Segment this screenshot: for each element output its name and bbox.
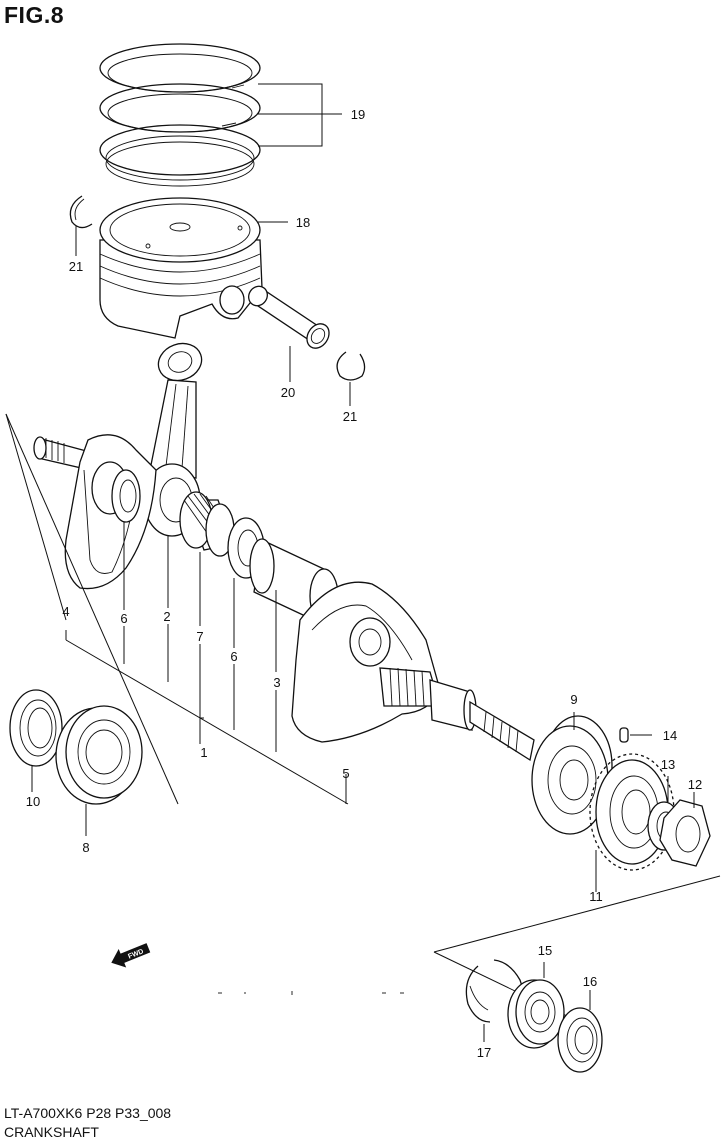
callout-leaders (123, 522, 277, 752)
figure-title: FIG.8 (4, 2, 65, 28)
callout-1: 1 (200, 745, 207, 760)
diagram-caption: CRANKSHAFT (4, 1124, 99, 1140)
fwd-arrow: FWD (111, 943, 151, 968)
crank-bearing[interactable] (55, 705, 143, 805)
callout-15: 15 (538, 943, 552, 958)
pin[interactable] (619, 727, 629, 743)
callout-16: 16 (583, 974, 597, 989)
thrust-washer-left[interactable] (111, 469, 141, 523)
callout-8: 8 (82, 840, 89, 855)
callout-9: 9 (570, 692, 577, 707)
crankshaft-right-end[interactable] (379, 667, 535, 762)
callout-12: 12 (688, 777, 702, 792)
callout-2: 2 (163, 609, 170, 624)
callout-19: 19 (351, 107, 365, 122)
callout-17: 17 (477, 1045, 491, 1060)
callout-21a: 21 (69, 259, 83, 274)
callout-10: 10 (26, 794, 40, 809)
crank-web-right[interactable] (291, 581, 441, 743)
piston-rings[interactable] (99, 43, 261, 187)
callout-13: 13 (661, 757, 675, 772)
callout-6a: 6 (120, 611, 127, 626)
right-group-outline (433, 875, 721, 1031)
callout-3: 3 (273, 675, 280, 690)
callout-14: 14 (663, 728, 677, 743)
piston-pin[interactable] (245, 283, 334, 353)
callout-7: 7 (196, 629, 203, 644)
baseline-ticks (218, 991, 404, 995)
callout-6b: 6 (230, 649, 237, 664)
callout-11: 11 (589, 889, 603, 904)
callout-20: 20 (281, 385, 295, 400)
piston[interactable] (99, 197, 263, 339)
oil-seal-small[interactable] (557, 1007, 603, 1073)
bearing-right[interactable] (531, 715, 613, 835)
oil-seal[interactable] (9, 689, 63, 767)
callout-18: 18 (296, 215, 310, 230)
needle-bearing[interactable] (179, 491, 235, 557)
assembly-outline (5, 413, 349, 805)
diagram-code: LT-A700XK6 P28 P33_008 (4, 1105, 172, 1121)
callout-4: 4 (62, 604, 69, 619)
piston-pin-circlip-right[interactable] (336, 351, 366, 381)
piston-pin-circlip-left[interactable] (69, 195, 93, 229)
bearing-small[interactable] (507, 979, 565, 1049)
callout-5: 5 (342, 766, 349, 781)
callout-21b: 21 (343, 409, 357, 424)
nut[interactable] (659, 799, 711, 867)
